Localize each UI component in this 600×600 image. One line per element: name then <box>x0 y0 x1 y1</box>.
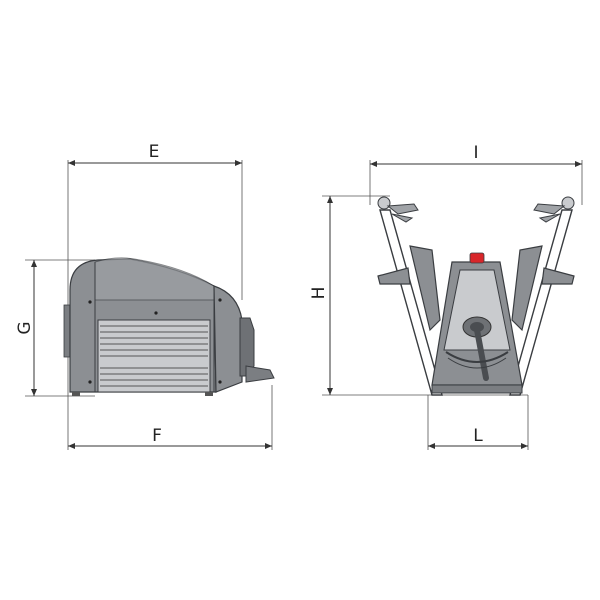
front-view: I H L <box>309 143 583 450</box>
left-handle <box>377 196 419 223</box>
dimension-g-label: G <box>15 321 35 334</box>
right-handle <box>533 196 575 223</box>
dimension-l-label: L <box>473 426 483 446</box>
side-view: E F G <box>15 142 275 450</box>
dimension-i-label: I <box>473 143 478 163</box>
dimension-h-label: H <box>309 287 329 300</box>
vent-grille <box>100 325 208 387</box>
side-machine <box>63 257 275 396</box>
red-indicator-light <box>469 252 485 264</box>
dimension-f-label: F <box>152 426 162 446</box>
dimension-e-label: E <box>149 142 160 162</box>
front-machine <box>377 196 575 396</box>
